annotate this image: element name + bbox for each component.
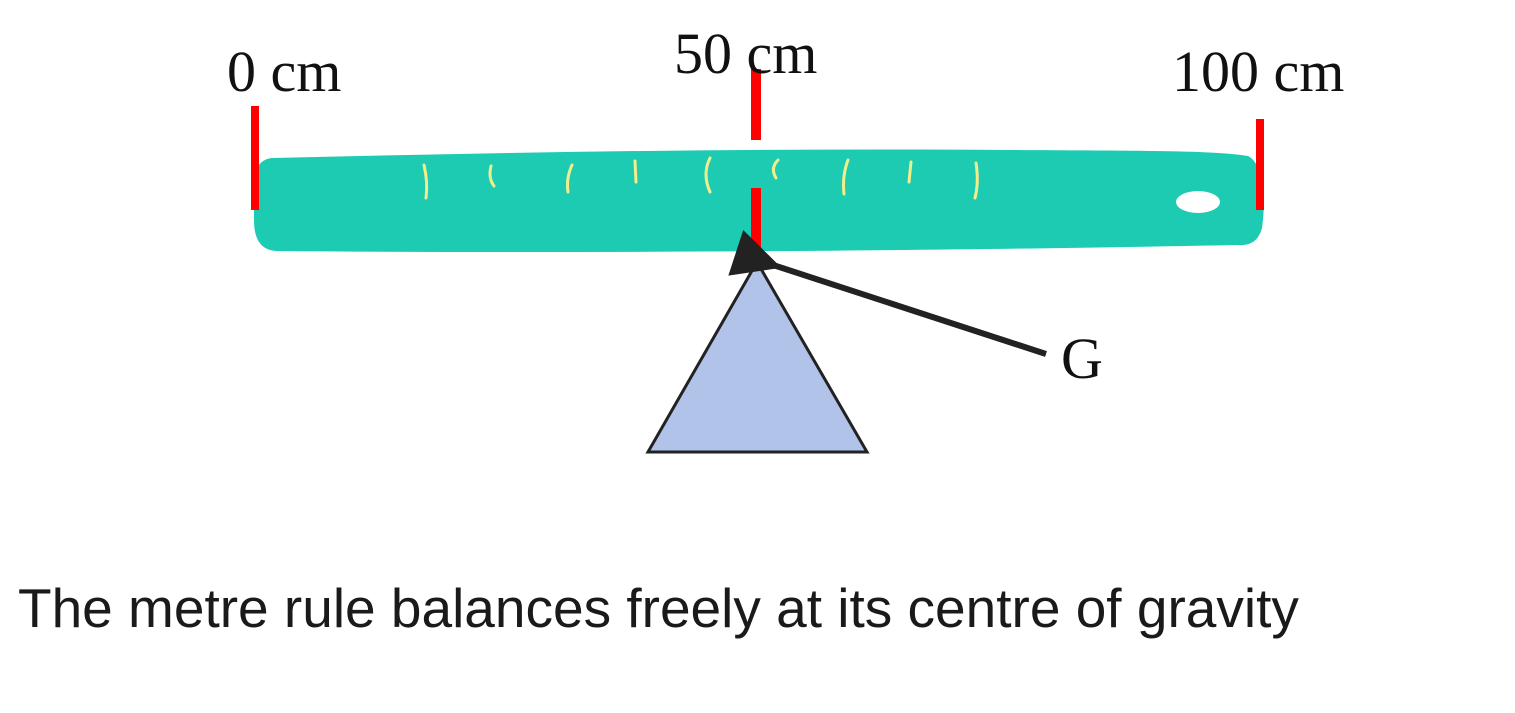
ruler-tick (907, 160, 913, 184)
ruler-tick (771, 158, 780, 180)
label-centre-of-gravity: G (1061, 326, 1103, 391)
pivot-arrow (728, 230, 1047, 357)
marker-50cm-bottom (751, 188, 761, 260)
diagram-caption: The metre rule balances freely at its ce… (18, 577, 1299, 639)
label-50cm: 50 cm (674, 21, 817, 86)
ruler-tick (566, 163, 574, 194)
marker-50cm-top (751, 69, 761, 140)
ruler-tick (842, 158, 850, 196)
marker-0cm (251, 106, 259, 210)
pivot-triangle (645, 258, 870, 454)
ruler-tick (973, 161, 979, 200)
ruler-tick (633, 159, 638, 184)
ruler-hole (1176, 191, 1220, 213)
position-markers (251, 69, 1264, 260)
label-100cm: 100 cm (1172, 39, 1344, 104)
ruler-tick (488, 164, 496, 188)
ruler-tick (704, 156, 712, 194)
marker-100cm (1256, 119, 1264, 210)
label-0cm: 0 cm (227, 39, 341, 104)
ruler-ticks (422, 156, 979, 200)
ruler-tick (422, 163, 429, 200)
